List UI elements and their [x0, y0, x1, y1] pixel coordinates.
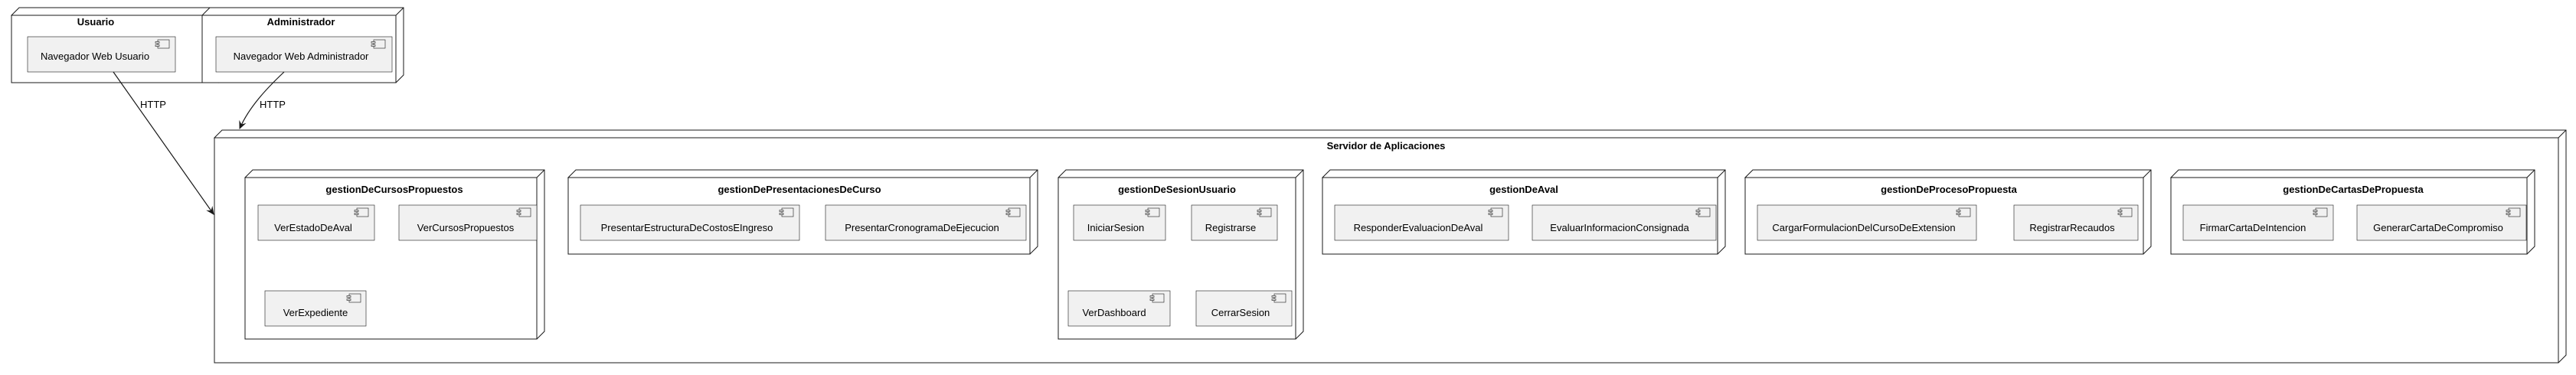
component-firmar-carta-de-intencion[interactable]: FirmarCartaDeIntencion: [2182, 204, 2334, 241]
component-registrar-recaudos[interactable]: RegistrarRecaudos: [2013, 204, 2139, 241]
node-title-administrador: Administrador: [267, 16, 335, 28]
component-evaluar-informacion-consignada[interactable]: EvaluarInformacionConsignada: [1532, 204, 1717, 241]
component-generar-carta-de-compromiso[interactable]: GenerarCartaDeCompromiso: [2356, 204, 2527, 241]
edge-label: HTTP: [140, 99, 166, 110]
component-label: EvaluarInformacionConsignada: [1550, 222, 1689, 233]
component-label: PresentarCronogramaDeEjecucion: [845, 222, 999, 233]
component-label: IniciarSesion: [1087, 222, 1144, 233]
component-ver-expediente[interactable]: VerExpediente: [264, 290, 367, 327]
subnode-title: gestionDeCursosPropuestos: [325, 184, 463, 195]
component-responder-evaluacion-de-aval[interactable]: ResponderEvaluacionDeAval: [1334, 204, 1509, 241]
component-icon: [516, 207, 531, 217]
subnode-title: gestionDeSesionUsuario: [1118, 184, 1236, 195]
component-icon: [1257, 207, 1272, 217]
component-cerrar-sesion[interactable]: CerrarSesion: [1195, 290, 1293, 327]
component-icon: [1005, 207, 1021, 217]
component-label: FirmarCartaDeIntencion: [2200, 222, 2306, 233]
component-label: PresentarEstructuraDeCostosEIngreso: [601, 222, 773, 233]
component-icon: [1149, 293, 1165, 303]
component-icon: [2506, 207, 2521, 217]
component-icon: [346, 293, 361, 303]
component-registrarse[interactable]: Registrarse: [1191, 204, 1278, 241]
subnode-title: gestionDeAval: [1489, 184, 1558, 195]
subnode-title: gestionDeProcesoPropuesta: [1881, 184, 2017, 195]
component-icon: [2117, 207, 2133, 217]
subnode-title: gestionDeCartasDePropuesta: [2283, 184, 2424, 195]
component-label: Registrarse: [1205, 222, 1256, 233]
component-ver-estado-de-aval[interactable]: VerEstadoDeAval: [257, 204, 375, 241]
component-label: Navegador Web Administrador: [234, 51, 369, 62]
node-title-servidor: Servidor de Aplicaciones: [1327, 140, 1446, 152]
component-icon: [2313, 207, 2328, 217]
component-icon: [779, 207, 794, 217]
component-icon: [1488, 207, 1503, 217]
component-navegador-web-usuario[interactable]: Navegador Web Usuario: [27, 36, 176, 73]
node-title-usuario: Usuario: [77, 16, 114, 28]
component-cargar-formulacion-del-curso-de-extension[interactable]: CargarFormulacionDelCursoDeExtension: [1757, 204, 1977, 241]
component-presentar-cronograma-de-ejecucion[interactable]: PresentarCronogramaDeEjecucion: [825, 204, 1027, 241]
component-label: GenerarCartaDeCompromiso: [2373, 222, 2503, 233]
component-ver-cursos-propuestos[interactable]: VerCursosPropuestos: [398, 204, 538, 241]
component-label: VerExpediente: [283, 307, 348, 318]
component-icon: [1695, 207, 1711, 217]
component-icon: [1145, 207, 1160, 217]
component-icon: [1271, 293, 1286, 303]
component-icon: [354, 207, 369, 217]
component-iniciar-sesion[interactable]: IniciarSesion: [1073, 204, 1166, 241]
component-icon: [371, 39, 386, 49]
component-navegador-web-administrador[interactable]: Navegador Web Administrador: [215, 36, 393, 73]
component-label: Navegador Web Usuario: [41, 51, 149, 62]
edge-usuario-to-servidor: HTTP: [113, 71, 214, 215]
component-presentar-estructura-de-costos-e-ingreso[interactable]: PresentarEstructuraDeCostosEIngreso: [580, 204, 800, 241]
component-label: ResponderEvaluacionDeAval: [1354, 222, 1483, 233]
component-label: VerEstadoDeAval: [274, 222, 352, 233]
edge-label: HTTP: [260, 99, 286, 110]
component-label: VerCursosPropuestos: [417, 222, 515, 233]
component-label: VerDashboard: [1082, 307, 1146, 318]
component-label: CerrarSesion: [1211, 307, 1270, 318]
component-ver-dashboard[interactable]: VerDashboard: [1067, 290, 1171, 327]
component-icon: [1956, 207, 1971, 217]
component-icon: [155, 39, 170, 49]
subnode-title: gestionDePresentacionesDeCurso: [718, 184, 881, 195]
edge-administrador-to-servidor: HTTP: [239, 71, 286, 129]
component-label: RegistrarRecaudos: [2029, 222, 2115, 233]
component-label: CargarFormulacionDelCursoDeExtension: [1772, 222, 1955, 233]
